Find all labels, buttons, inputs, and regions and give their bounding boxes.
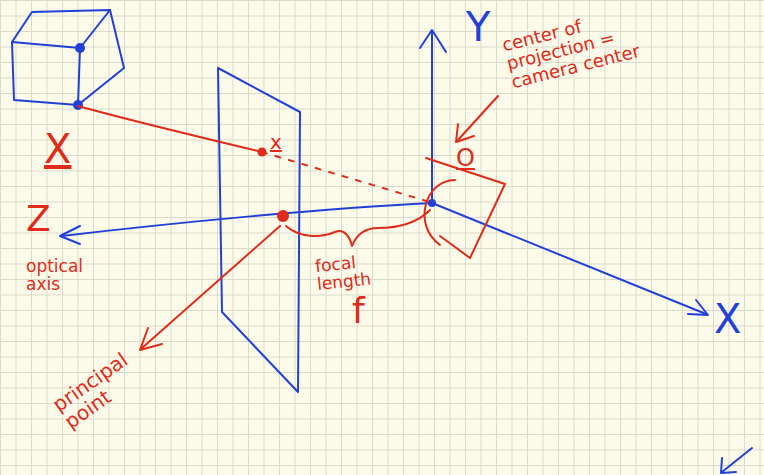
x-arrowhead xyxy=(688,300,708,315)
projection-ray xyxy=(78,106,262,152)
focal-brace xyxy=(286,210,430,246)
cube-side xyxy=(78,10,124,105)
projection-ray-dashed xyxy=(262,152,430,202)
principal-leader xyxy=(142,226,280,348)
point-label: x xyxy=(270,132,282,153)
center-pointer-head xyxy=(456,124,474,142)
camera-arc xyxy=(425,180,455,245)
axis-label: X xyxy=(714,298,741,340)
center-pointer xyxy=(458,96,498,140)
z-axis xyxy=(62,203,432,236)
image-plane xyxy=(218,68,300,392)
y-axis xyxy=(431,32,433,203)
partial-arrow xyxy=(722,448,752,472)
cube-front xyxy=(12,42,80,105)
axis-name: optical axis xyxy=(26,258,101,294)
z-arrowhead xyxy=(60,226,80,244)
x-axis xyxy=(432,203,706,314)
y-arrowhead xyxy=(420,30,446,52)
point-label: X xyxy=(44,128,71,170)
partial-arrowhead xyxy=(721,458,736,473)
dimension-symbol: f xyxy=(352,292,365,330)
point-label: O xyxy=(456,146,475,171)
axis-label: Y xyxy=(466,6,490,48)
callout-text: center of projection = camera center xyxy=(500,1,659,92)
principal-leader-head xyxy=(140,328,162,350)
axis-label: Z xyxy=(26,200,51,238)
cube-top xyxy=(12,10,110,48)
dimension-label: focal length xyxy=(314,250,397,294)
callout-text: principal point xyxy=(49,341,155,433)
